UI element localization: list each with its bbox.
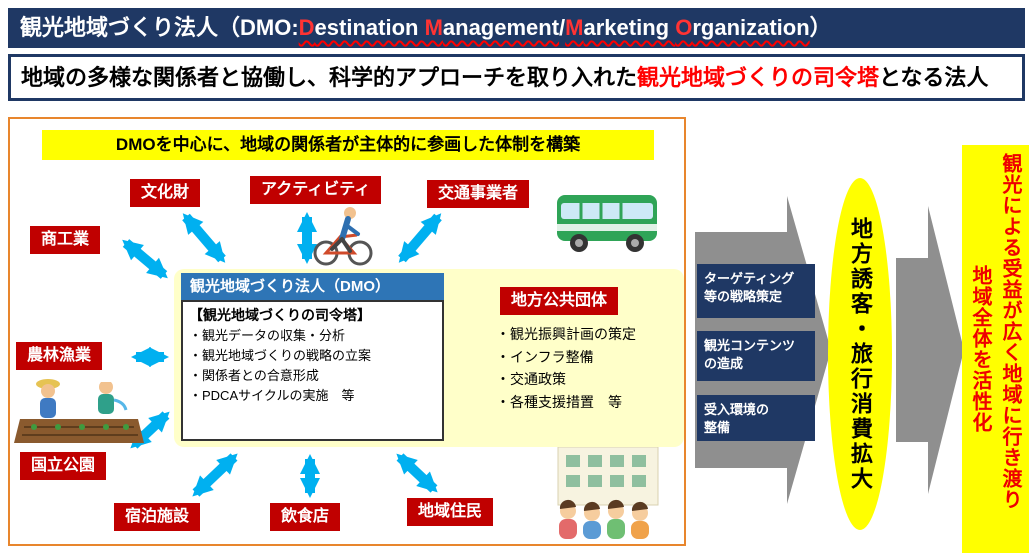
- government-role-item: ・各種支援措置 等: [496, 394, 622, 411]
- title-letter-o: O: [675, 15, 693, 40]
- result-text-line2: 地域全体を活性化: [969, 265, 991, 433]
- subtitle-tail: となる法人: [879, 65, 989, 90]
- subtitle-highlight: 観光地域づくりの司令塔: [637, 65, 880, 90]
- bus-illustration: [557, 195, 657, 252]
- residents-illustration: [552, 439, 664, 539]
- stakeholder-diagram: DMOを中心に、地域の関係者が主体的に参画した体制を構築 文化財 アクティビティ…: [8, 117, 686, 546]
- farmers-illustration: [14, 377, 144, 443]
- stakeholder-transport: 交通事業者: [427, 180, 530, 208]
- diagram-title: DMOを中心に、地域の関係者が主体的に参画した体制を構築: [42, 130, 654, 160]
- outcome-text: 地方誘客・旅行消費拡大: [848, 216, 873, 492]
- title-word-marketing: arketing: [583, 15, 676, 40]
- government-roles-list: ・観光振興計画の策定 ・インフラ整備 ・交通政策 ・各種支援措置 等: [496, 323, 636, 414]
- government-role-item: ・インフラ整備: [496, 348, 594, 365]
- result-text-line1: 観光による受益が広く地域に行き渡り: [999, 153, 1021, 510]
- flow-step-strategy: ターゲティング 等の戦略策定: [697, 264, 815, 318]
- dmo-role-item: ・観光地域づくりの戦略の立案: [189, 348, 372, 364]
- dmo-roles-box: 【観光地域づくりの司令塔】 ・観光データの収集・分析 ・観光地域づくりの戦略の立…: [181, 300, 444, 441]
- title-word-management: anagement: [442, 15, 560, 40]
- title-letter-m2: M: [565, 15, 584, 40]
- title-word-organization: rganization: [692, 15, 810, 40]
- cyclist-illustration: [313, 207, 373, 266]
- blue-double-arrow-transport: [398, 213, 442, 263]
- subtitle-lead: 地域の多様な関係者と協働し、科学的アプローチを取り入れた: [21, 65, 638, 90]
- gray-right-arrow-2: [896, 206, 964, 494]
- dmo-center-panel: 観光地域づくり法人（DMO） 【観光地域づくりの司令塔】 ・観光データの収集・分…: [174, 269, 684, 447]
- stakeholder-agriculture: 農林漁業: [16, 342, 103, 370]
- blue-double-arrow-lodging: [192, 453, 238, 497]
- stakeholder-restaurant: 飲食店: [270, 503, 341, 531]
- dmo-role-item: ・PDCAサイクルの実施 等: [189, 388, 355, 404]
- flow-step-content: 観光コンテンツ の造成: [697, 331, 815, 381]
- blue-double-arrow-residents: [396, 453, 438, 493]
- dmo-role-item: ・関係者との合意形成: [189, 368, 319, 384]
- government-label: 地方公共団体: [500, 287, 619, 315]
- government-role-item: ・観光振興計画の策定: [496, 326, 636, 342]
- title-word-destination: estination: [314, 15, 425, 40]
- stakeholder-activity: アクティビティ: [250, 176, 382, 204]
- outcome-oval: 地方誘客・旅行消費拡大: [828, 178, 892, 530]
- stakeholder-culture: 文化財: [130, 179, 201, 207]
- government-role-item: ・交通政策: [496, 371, 566, 388]
- stakeholder-commerce: 商工業: [30, 226, 101, 254]
- result-band: 観光による受益が広く地域に行き渡り 地域全体を活性化: [962, 145, 1029, 553]
- stakeholder-residents: 地域住民: [407, 498, 494, 526]
- title-letter-d: D: [298, 15, 315, 40]
- title-text: 観光地域づくり法人（DMO:: [20, 15, 299, 40]
- title-text-end: ）: [809, 15, 832, 40]
- title-bar: 観光地域づくり法人（DMO:Destination Management/Mar…: [8, 8, 1025, 48]
- dmo-roles-heading: 【観光地域づくりの司令塔】: [189, 307, 371, 323]
- stakeholder-lodging: 宿泊施設: [114, 503, 201, 531]
- dmo-role-item: ・観光データの収集・分析: [189, 328, 346, 343]
- flow-step-reception: 受入環境の 整備: [697, 395, 815, 441]
- title-slash: /: [559, 15, 566, 40]
- blue-double-arrow-commerce: [122, 239, 168, 279]
- dmo-panel-title: 観光地域づくり法人（DMO）: [181, 273, 444, 300]
- stakeholder-national-park: 国立公園: [20, 452, 107, 480]
- title-letter-m1: M: [424, 15, 443, 40]
- subtitle-bar: 地域の多様な関係者と協働し、科学的アプローチを取り入れた観光地域づくりの司令塔と…: [8, 54, 1025, 101]
- blue-double-arrow-culture: [182, 213, 226, 263]
